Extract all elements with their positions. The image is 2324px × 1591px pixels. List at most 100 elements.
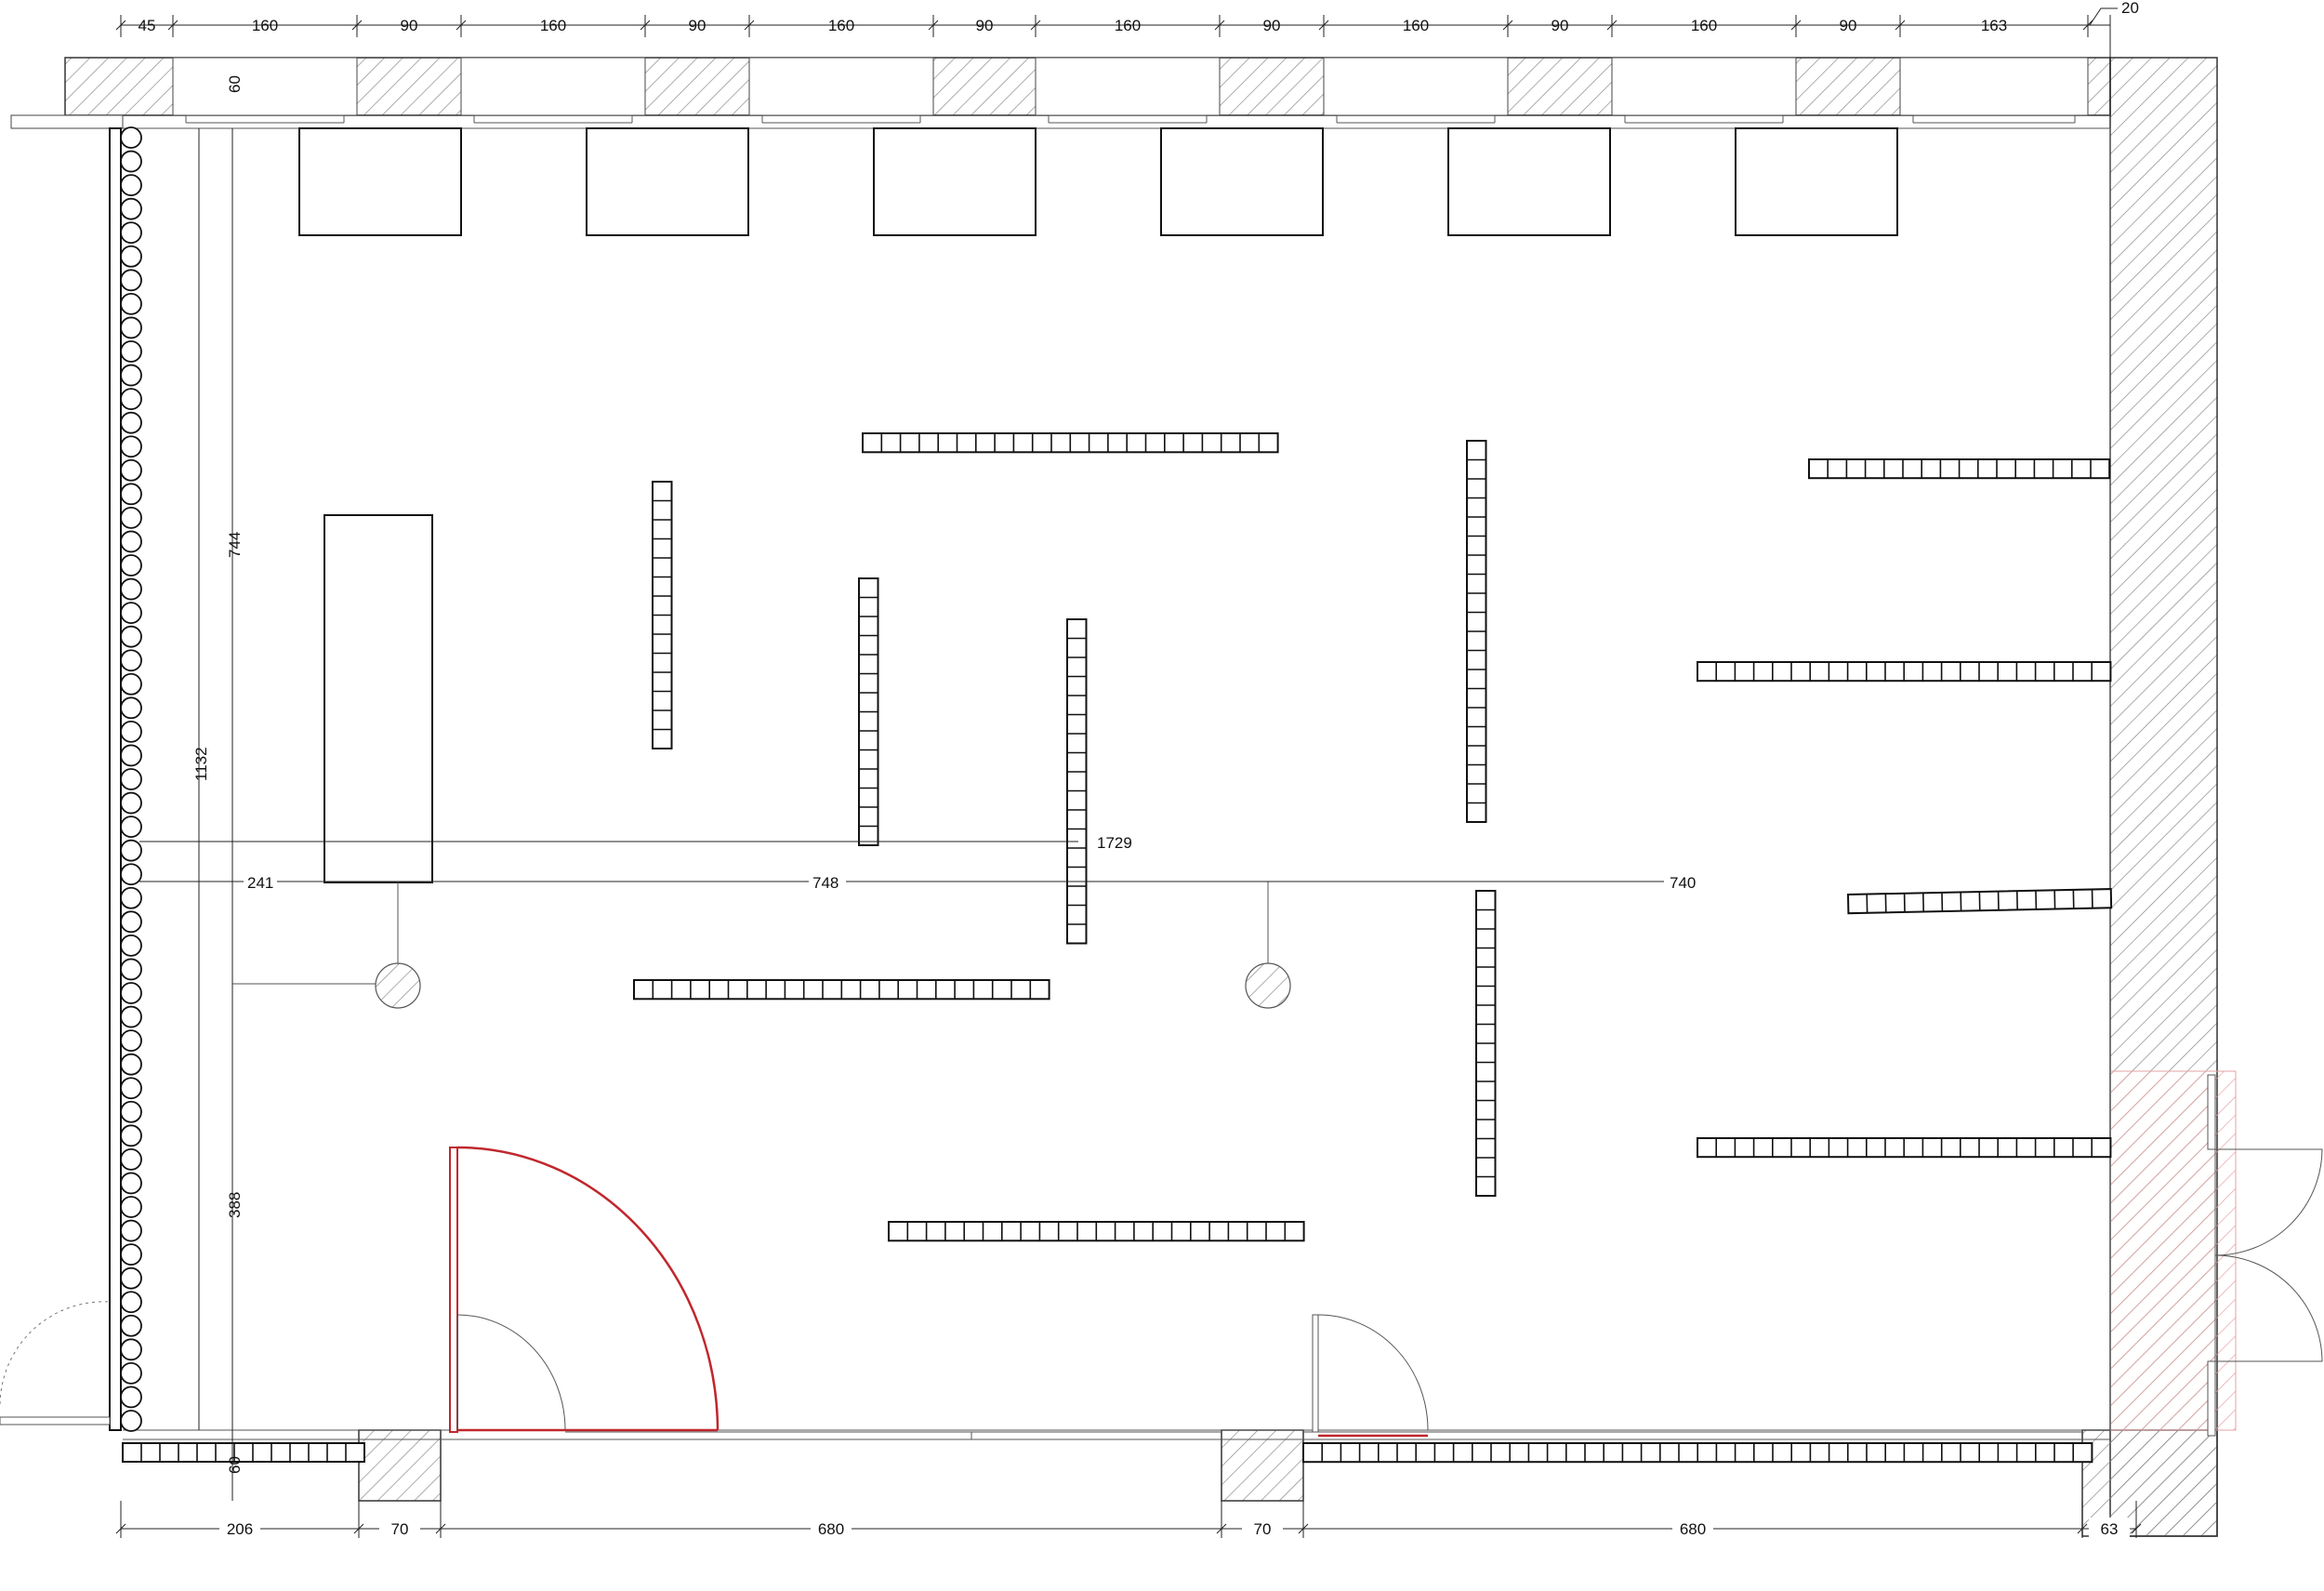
chair [120,411,142,434]
top-window-openings [172,57,2089,124]
chair [120,625,142,648]
window-opening [1611,57,1797,116]
chair [120,958,142,981]
pillar-left [375,962,421,1009]
top-table [586,127,749,236]
bench-row [1066,618,1088,945]
dim-241: 241 [247,874,273,892]
top-dim-label: 90 [1263,17,1281,34]
chair [120,1291,142,1314]
chair [120,197,142,220]
chair [120,506,142,529]
bottom-dim-label: 680 [1680,1520,1706,1538]
top-dim-label: 90 [689,17,706,34]
chair [120,672,142,696]
bottom-dim-label: 63 [2101,1520,2119,1538]
chair [120,483,142,506]
left-counter [109,127,122,1431]
window-opening [748,57,934,116]
chair [120,815,142,839]
chair [120,269,142,292]
chair [120,1196,142,1218]
left-dimension-labels: 60 744 1132 388 60 [192,75,244,1474]
bench-row [1808,458,2111,480]
dim-1729: 1729 [1097,834,1132,852]
chair [120,1100,142,1123]
top-table [1447,127,1611,236]
chair [120,649,142,672]
main-entrance-door [449,1146,720,1433]
dim-left-744: 744 [226,532,244,558]
bench-row [1302,1442,2093,1464]
bench-row [122,1442,365,1463]
top-dim-label: 90 [1840,17,1857,34]
dim-left-60-top: 60 [226,75,244,93]
bench-row [1475,890,1497,1197]
dim-left-388: 388 [226,1192,244,1218]
chair [120,910,142,934]
top-dim-label: 90 [1552,17,1569,34]
chair [120,530,142,553]
inner-door-left [456,1314,566,1431]
window-opening [1035,57,1221,116]
chair [120,126,142,149]
top-table [873,127,1037,236]
window-opening [1899,57,2089,116]
top-dim-label: 163 [1981,17,2007,34]
bench-rows [122,432,2113,1464]
chair [120,696,142,720]
top-left-stub [10,114,124,129]
chair [120,1029,142,1053]
chair [120,791,142,815]
chair [120,221,142,245]
chair [120,364,142,387]
bottom-dim-label: 680 [818,1520,844,1538]
chair [120,1338,142,1361]
chair [120,1053,142,1076]
top-table [1735,127,1898,236]
chair [120,292,142,315]
dim-748: 748 [812,874,838,892]
top-dim-label: 160 [1403,17,1429,34]
chair [120,316,142,339]
chair [120,1266,142,1290]
top-right-dimension: 20 [2121,0,2139,17]
top-dim-label: 160 [252,17,278,34]
chair [120,768,142,790]
small-door-bottom [1312,1314,1429,1438]
chair [120,388,142,411]
bench-row [652,481,673,749]
chair [120,982,142,1004]
bottom-wall-left-pier [358,1429,442,1502]
top-dim-label: 90 [976,17,994,34]
top-dim-label: 160 [1115,17,1141,34]
dim-left-1132: 1132 [192,747,210,781]
left-chair-column [109,126,142,1432]
bench-row [1846,888,2113,915]
bottom-dim-label: 70 [391,1520,409,1538]
chair [120,174,142,197]
chair [120,839,142,862]
window-opening [172,57,358,116]
bench-row [862,432,1279,454]
chair [120,744,142,767]
dimension-lines [120,7,2137,1536]
chair [120,1124,142,1147]
chair [120,1077,142,1100]
top-dim-label: 160 [540,17,566,34]
doors [0,1074,2323,1438]
top-dim-label: 90 [401,17,418,34]
dim-740: 740 [1670,874,1696,892]
bottom-dim-label: 206 [227,1520,253,1538]
bench-row [1697,1137,2112,1159]
left-door-arc [0,1301,111,1405]
window-opening [460,57,646,116]
chair [120,150,142,173]
bottom-wall-mid-pier [1221,1429,1304,1502]
chair [120,577,142,601]
chair [120,1385,142,1409]
chair [120,863,142,886]
